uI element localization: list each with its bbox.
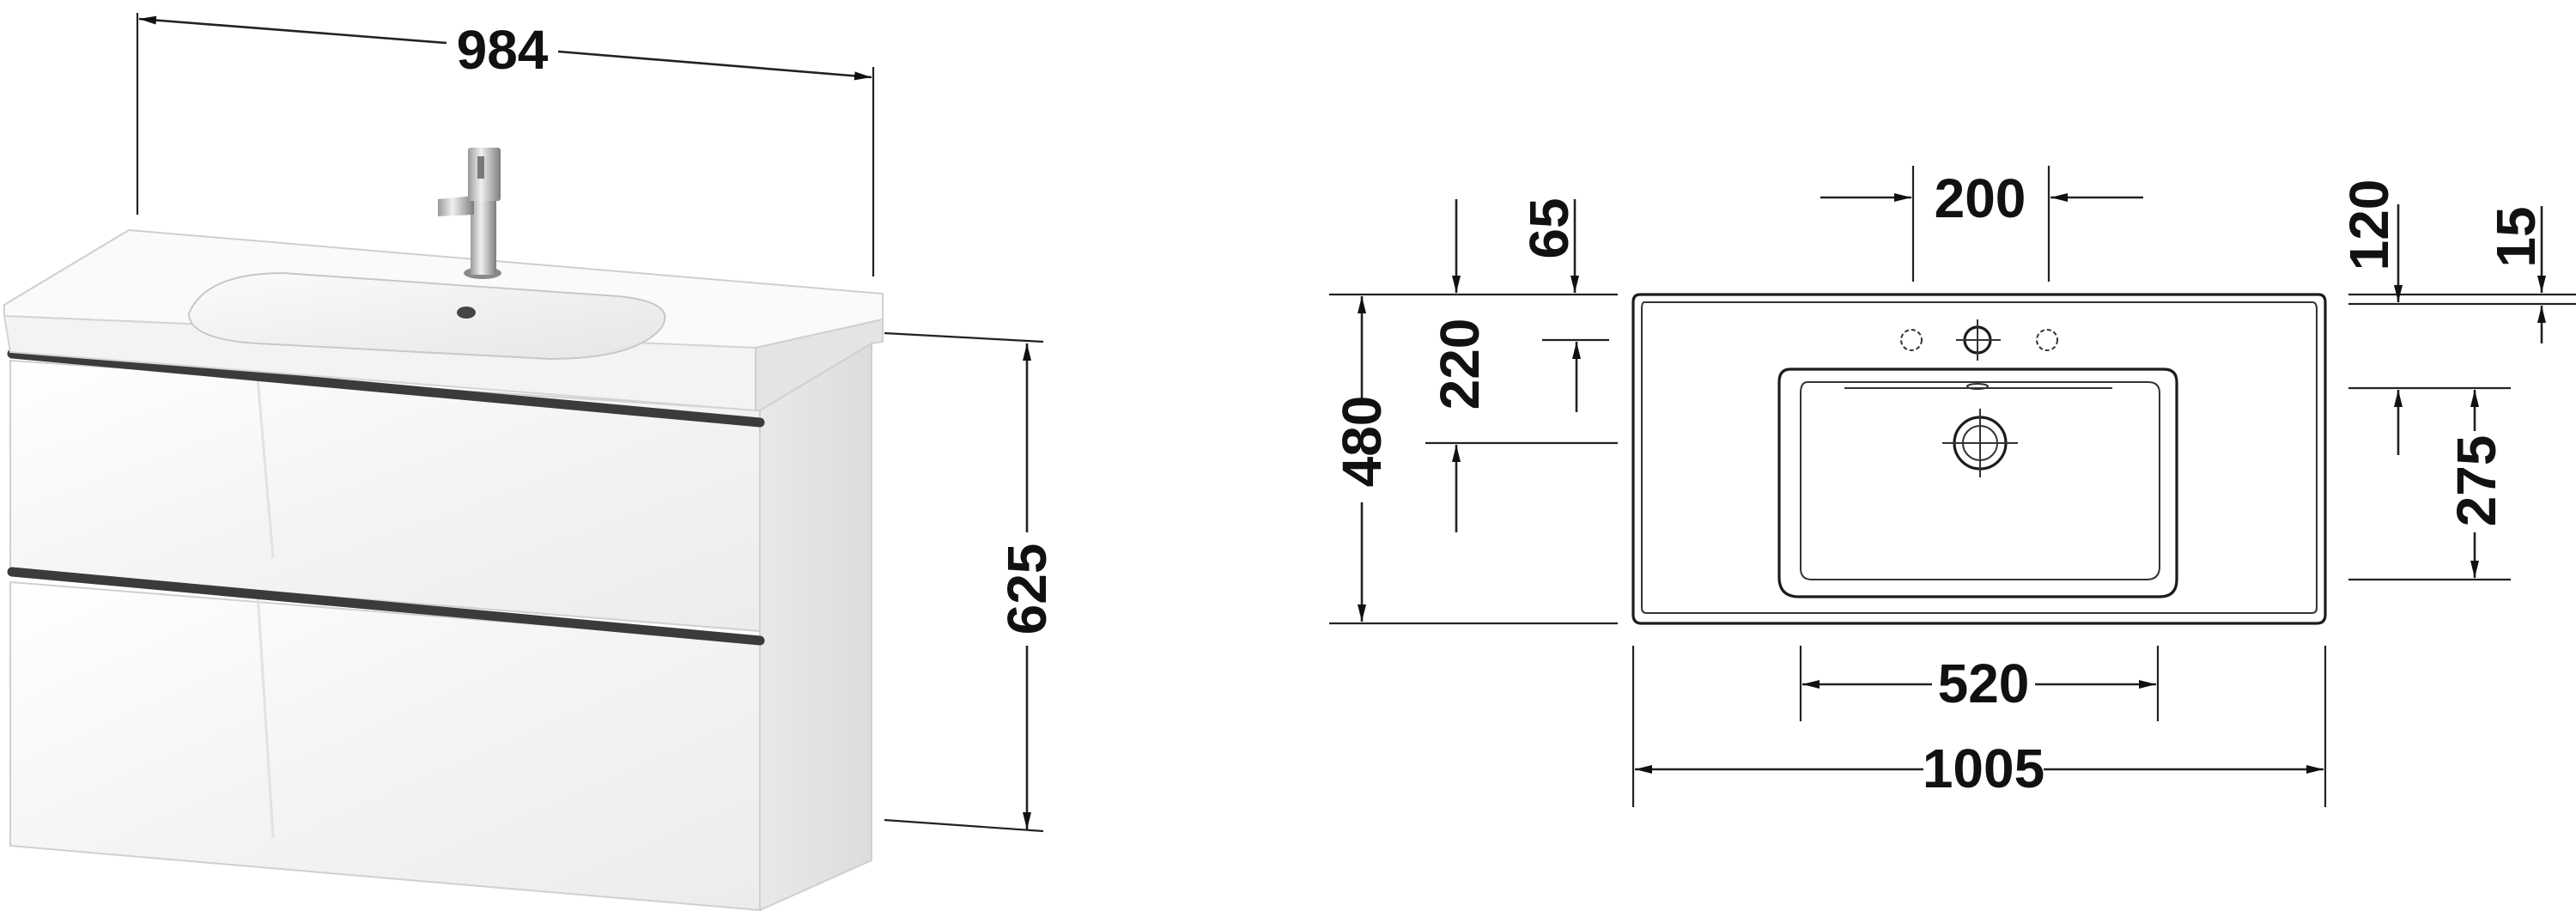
bottom-drawer-handle bbox=[7, 567, 765, 646]
dim-label-1005: 1005 bbox=[1923, 738, 2044, 799]
width-label-984: 984 bbox=[457, 19, 549, 81]
washbasin-top-view: 200 65 220 480 120 15 275 bbox=[1329, 166, 2576, 807]
basin-drain bbox=[457, 307, 476, 319]
basin-bowl bbox=[187, 271, 666, 361]
dim-label-480: 480 bbox=[1331, 396, 1393, 488]
tap-hole-right bbox=[2036, 329, 2058, 351]
dim-label-200: 200 bbox=[1935, 167, 2026, 229]
top-drawer-handle bbox=[7, 349, 765, 428]
washbasin-side-edge bbox=[755, 318, 884, 411]
bowl-inner-outline bbox=[1800, 381, 2160, 580]
bowl-outer-outline bbox=[1777, 367, 2178, 598]
cabinet-top-drawer bbox=[9, 359, 761, 633]
dim-label-520: 520 bbox=[1938, 653, 2030, 714]
gloss-reflection bbox=[256, 377, 275, 838]
vanity-perspective-view: 984 625 bbox=[3, 13, 1058, 911]
dim-label-65: 65 bbox=[1518, 197, 1580, 258]
faucet bbox=[438, 148, 501, 279]
dim-label-15: 15 bbox=[2485, 206, 2547, 267]
cabinet-side-panel bbox=[759, 342, 872, 911]
dim-label-120: 120 bbox=[2338, 179, 2400, 271]
dim-label-275: 275 bbox=[2445, 435, 2507, 527]
dim-label-220: 220 bbox=[1429, 319, 1491, 410]
tap-hole-left bbox=[1900, 329, 1923, 351]
basin-outline bbox=[1631, 293, 2327, 625]
height-label-625: 625 bbox=[996, 544, 1058, 635]
